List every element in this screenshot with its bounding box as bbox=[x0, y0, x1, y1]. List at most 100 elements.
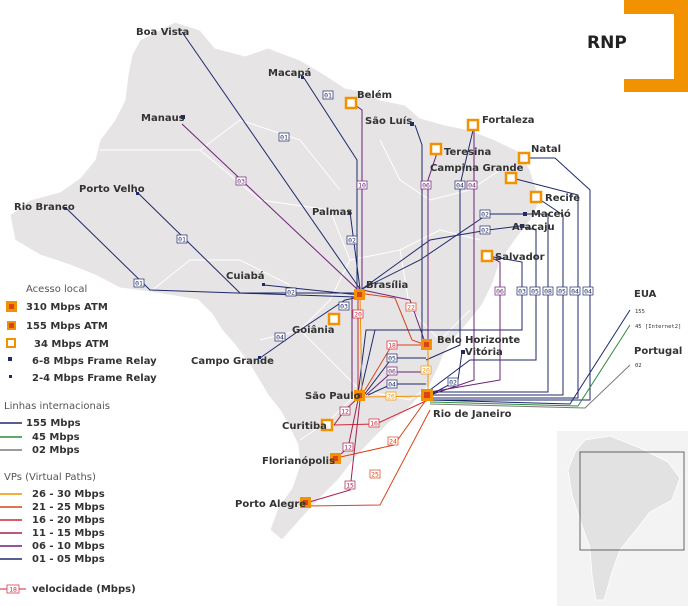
inset-frame bbox=[579, 451, 685, 551]
node-fr24 bbox=[64, 207, 67, 210]
svg-text:15: 15 bbox=[346, 482, 354, 490]
speed-label: 05 bbox=[529, 286, 541, 296]
svg-text:26: 26 bbox=[422, 367, 430, 375]
node-fr24 bbox=[348, 211, 351, 214]
speed-label: 06 bbox=[494, 286, 506, 296]
legend-access-title: Acesso local bbox=[26, 284, 87, 295]
svg-text:04: 04 bbox=[584, 288, 592, 296]
speed-label: 01 bbox=[133, 278, 145, 288]
logo-bracket bbox=[624, 0, 688, 92]
link bbox=[259, 297, 356, 359]
city-label: Rio de Janeiro bbox=[433, 409, 512, 420]
city-label: Salvador bbox=[495, 252, 545, 263]
link bbox=[181, 123, 358, 290]
city-label: Belo Horizonte bbox=[437, 335, 520, 346]
speed-label: 04 bbox=[466, 180, 478, 190]
city-label: Macapá bbox=[268, 67, 311, 79]
svg-text:02: 02 bbox=[348, 237, 356, 245]
svg-text:05: 05 bbox=[558, 288, 566, 296]
city-label: Porto Alegre bbox=[235, 499, 306, 510]
link bbox=[427, 149, 439, 345]
city-label: Curitiba bbox=[282, 421, 327, 432]
node-atm34 bbox=[480, 249, 494, 263]
legend-swatch-atm155 bbox=[7, 321, 16, 330]
link bbox=[361, 225, 521, 290]
legend-label: 6-8 Mbps Frame Relay bbox=[32, 356, 157, 367]
legend-swatch-atm310 bbox=[6, 301, 17, 312]
link bbox=[303, 77, 358, 289]
svg-text:01: 01 bbox=[324, 92, 332, 100]
svg-text:05: 05 bbox=[531, 288, 539, 296]
state-border bbox=[259, 209, 351, 341]
node-fr68 bbox=[410, 122, 414, 126]
link bbox=[429, 255, 501, 393]
svg-text:03: 03 bbox=[237, 178, 245, 186]
node-atm34 bbox=[466, 118, 480, 132]
speed-label: 25 bbox=[369, 469, 381, 479]
svg-text:04: 04 bbox=[571, 288, 579, 296]
link bbox=[429, 225, 537, 391]
node-atm34 bbox=[320, 418, 334, 432]
speed-label: 02 bbox=[447, 377, 459, 387]
city-label: Teresina bbox=[444, 147, 491, 158]
speed-label: 10 bbox=[356, 180, 368, 190]
node-atm310 bbox=[354, 390, 365, 401]
legend-label: 45 Mbps bbox=[32, 432, 80, 443]
speed-label: 04 bbox=[274, 332, 286, 342]
link-intl-155 bbox=[429, 309, 631, 405]
speed-label: 01 bbox=[278, 132, 290, 142]
city-label: Maceió bbox=[531, 208, 571, 220]
brazil-land bbox=[9, 21, 541, 541]
legend-label: 26 - 30 Mbps bbox=[32, 489, 105, 500]
legend-label: 21 - 25 Mbps bbox=[32, 502, 105, 513]
state-border bbox=[199, 119, 341, 191]
node-atm34 bbox=[517, 151, 531, 165]
city-label: Campo Grande bbox=[191, 356, 274, 367]
speed-label: 24 bbox=[387, 436, 399, 446]
legend-swatch-atm34 bbox=[6, 338, 16, 348]
speed-label: 04 bbox=[386, 379, 398, 389]
speed-label: 15 bbox=[344, 480, 356, 490]
speed-label: 22 bbox=[405, 302, 417, 312]
state-border bbox=[379, 139, 501, 201]
link bbox=[430, 157, 591, 401]
city-label: Natal bbox=[531, 144, 561, 155]
city-label: Florianópolis bbox=[262, 455, 335, 467]
legend-label: 16 - 20 Mbps bbox=[32, 515, 105, 526]
speed-label: 04 bbox=[582, 286, 594, 296]
link bbox=[359, 329, 426, 396]
portugal-label: Portugal bbox=[634, 346, 682, 357]
svg-text:04: 04 bbox=[468, 182, 476, 190]
speed-label: 18 bbox=[386, 340, 398, 350]
svg-text:26: 26 bbox=[387, 393, 395, 401]
portugal-02-label: 02 bbox=[635, 363, 642, 369]
city-label: Manaus bbox=[141, 113, 185, 124]
node-atm155 bbox=[421, 339, 432, 350]
svg-text:05: 05 bbox=[388, 355, 396, 363]
svg-text:06: 06 bbox=[388, 368, 396, 376]
legend-speed-caption: velocidade (Mbps) bbox=[32, 584, 136, 595]
speed-label: 04 bbox=[569, 286, 581, 296]
svg-text:12: 12 bbox=[341, 408, 349, 416]
state-borders bbox=[100, 119, 501, 441]
legend-label: 155 Mbps ATM bbox=[26, 321, 108, 332]
speed-label: 20 bbox=[352, 309, 364, 319]
link bbox=[181, 31, 361, 290]
link bbox=[429, 126, 475, 396]
speed-label: 12 bbox=[342, 442, 354, 452]
inset-minimap bbox=[557, 431, 688, 606]
city-label: Porto Velho bbox=[79, 184, 145, 195]
legend-label: 02 Mbps bbox=[32, 445, 80, 456]
city-label: Boa Vista bbox=[136, 27, 189, 38]
city-label: Belém bbox=[357, 89, 392, 101]
svg-text:02: 02 bbox=[449, 379, 457, 387]
speed-label: 08 bbox=[542, 286, 554, 296]
svg-text:01: 01 bbox=[135, 280, 143, 288]
node-atm155 bbox=[300, 497, 311, 508]
legend-vp-title: VPs (Virtual Paths) bbox=[4, 472, 96, 483]
link bbox=[430, 177, 579, 399]
node-fr24 bbox=[258, 356, 261, 359]
legend-label: 34 Mbps ATM bbox=[34, 339, 109, 350]
international-labels: EUA 155 45 [Internet2] Portugal 02 bbox=[634, 289, 682, 369]
svg-text:04: 04 bbox=[276, 334, 284, 342]
